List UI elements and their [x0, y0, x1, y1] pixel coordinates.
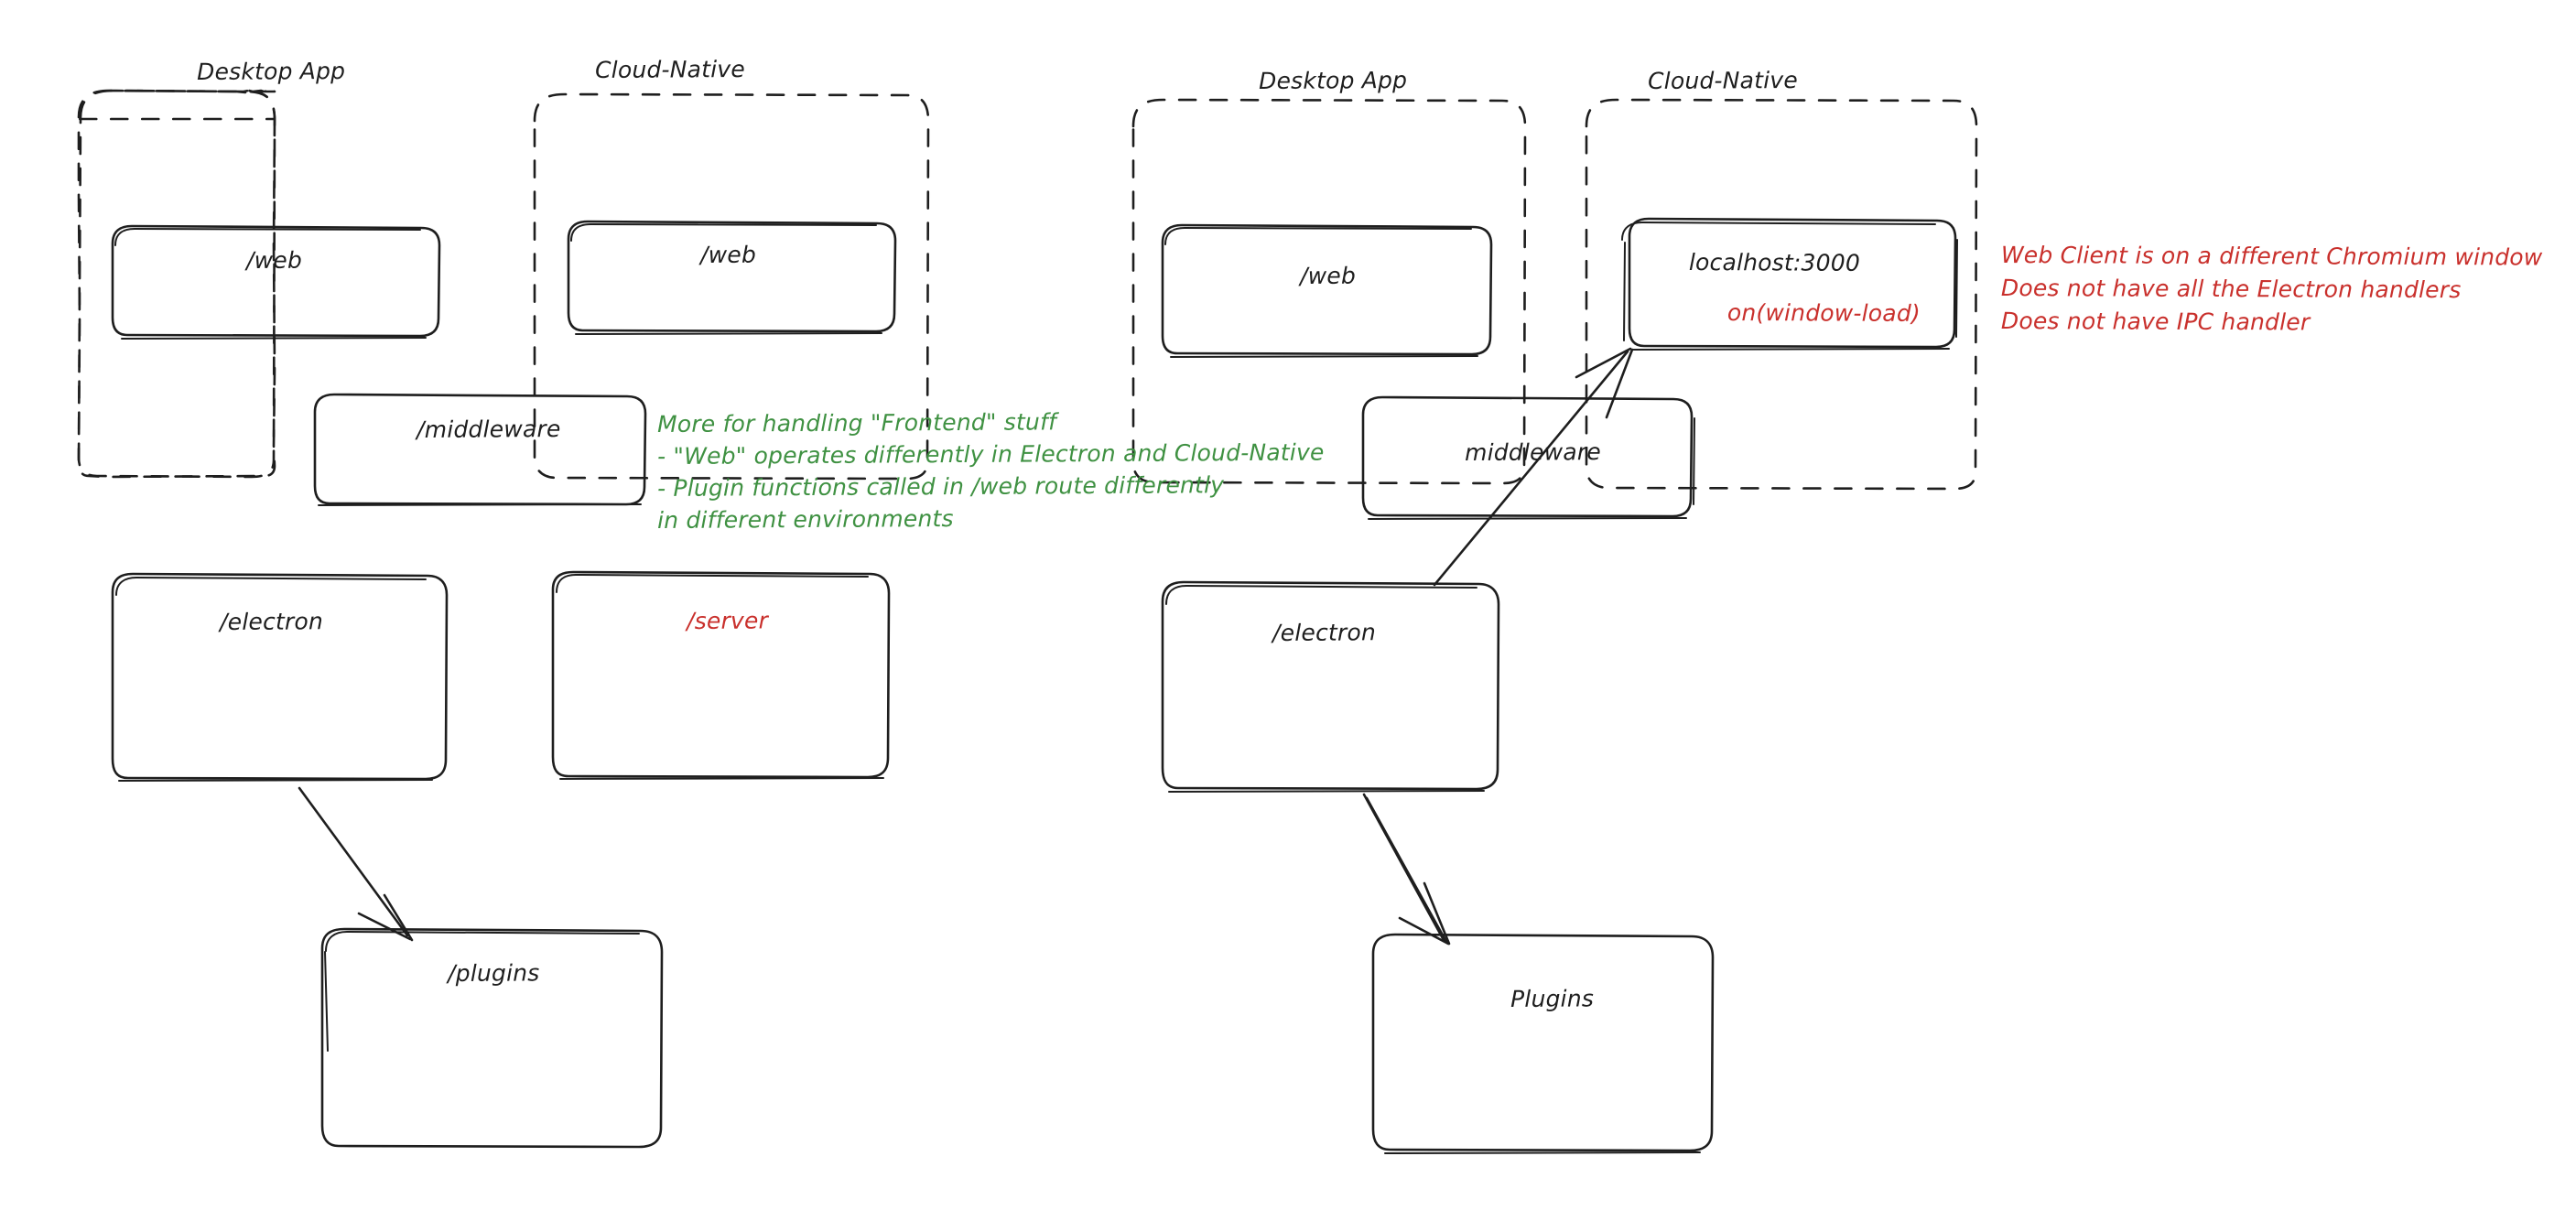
note-red-line-1: Web Client is on a different Chromium wi…	[2000, 241, 2543, 271]
right-box-label-plugins: Plugins	[1510, 985, 1595, 1012]
note-red-line-2: Does not have all the Electron handlers	[2000, 274, 2462, 304]
right-box-label-middleware: middleware	[1465, 438, 1601, 466]
right-box-localhost	[1621, 217, 1958, 351]
right-box-plugins	[1371, 933, 1715, 1154]
left-group-cloud-native	[533, 92, 930, 481]
left-box-label-server: /server	[687, 607, 769, 634]
left-box-label-web-desktop: /web	[246, 246, 303, 274]
note-red-line-3: Does not have IPC handler	[2000, 307, 2311, 336]
left-box-label-electron: /electron	[220, 608, 324, 635]
right-group-title-cloud-native: Cloud-Native	[1648, 66, 1798, 94]
left-box-middleware	[313, 393, 647, 506]
left-box-server	[551, 570, 891, 780]
note-green-line-2: - "Web" operates differently in Electron…	[657, 438, 1325, 470]
right-box-label-web: /web	[1300, 262, 1357, 289]
left-group-title-cloud-native: Cloud-Native	[595, 55, 745, 83]
left-box-electron	[111, 572, 449, 782]
left-box-web-desktop	[111, 224, 441, 340]
right-arrow-electron-to-localhost	[1433, 347, 1634, 587]
right-box-middleware	[1361, 395, 1695, 520]
left-box-label-web-cloud: /web	[700, 241, 757, 268]
note-green-line-3: - Plugin functions called in /web route …	[657, 471, 1225, 502]
note-green-line-1: More for handling "Frontend" stuff	[657, 408, 1057, 438]
left-arrow-electron-to-plugins	[298, 786, 414, 942]
left-box-label-middleware: /middleware	[417, 416, 561, 443]
right-box-web	[1161, 223, 1493, 358]
left-box-plugins	[320, 927, 664, 1149]
right-group-desktop-app	[1131, 98, 1527, 485]
left-group-title-desktop-app: Desktop App	[197, 58, 346, 85]
right-group-title-desktop-app: Desktop App	[1259, 67, 1408, 94]
left-box-web-cloud	[567, 220, 897, 335]
left-group-desktop-app	[77, 89, 277, 479]
right-box-electron	[1161, 580, 1500, 793]
right-box-label-localhost: localhost:3000	[1688, 248, 1861, 276]
right-box-label-electron: /electron	[1272, 619, 1377, 646]
note-green-line-4: in different environments	[657, 505, 954, 534]
left-box-label-plugins: /plugins	[448, 959, 540, 987]
right-arrow-electron-to-plugins	[1362, 793, 1451, 946]
right-group-cloud-native	[1585, 98, 1978, 491]
right-box-sublabel-on-window-load: on(window-load)	[1726, 298, 1921, 327]
